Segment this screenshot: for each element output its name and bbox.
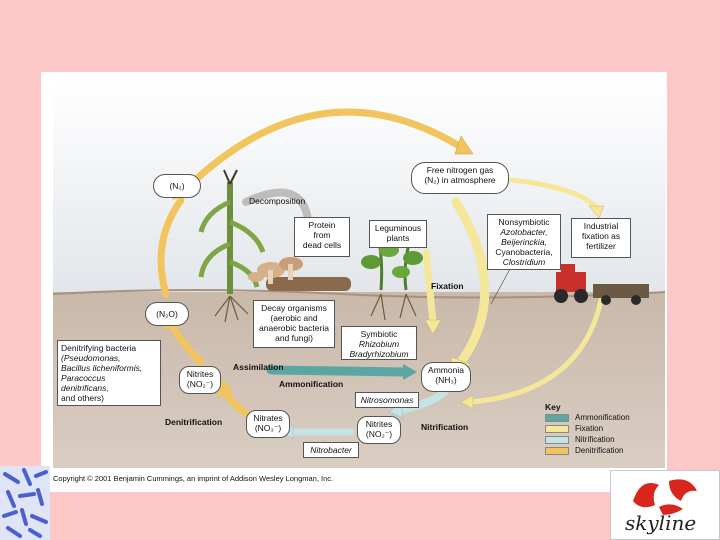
legend-swatch: [545, 435, 569, 444]
node-nitrites-left: Nitrites (NO₂⁻): [179, 366, 221, 394]
arrow-n2-to-atmosphere: [187, 108, 465, 188]
legend-item-denitrification: Denitrification: [545, 445, 665, 456]
node-leguminous-plants: Leguminous plants: [369, 220, 427, 248]
skyline-logo-mark: [633, 479, 697, 515]
node-nonsymbiotic: Nonsymbiotic Azotobacter, Beijerinckia, …: [487, 214, 561, 270]
label-nitrification: Nitrification: [421, 422, 469, 432]
node-symbiotic: Symbiotic Rhizobium Bradyrhizobium: [341, 326, 417, 360]
label-nitrosomonas: Nitrosomonas: [355, 392, 419, 408]
legend-title: Key: [545, 402, 561, 412]
node-free-nitrogen: Free nitrogen gas (N₂) in atmosphere: [411, 162, 509, 194]
legend-swatch: [545, 413, 569, 422]
tractor-with-fertilizer: [554, 264, 649, 305]
label-nitrobacter: Nitrobacter: [303, 442, 359, 458]
node-n2o: (N₂O): [145, 302, 189, 326]
copyright-text: Copyright © 2001 Benjamin Cummings, an i…: [53, 474, 334, 483]
legend-swatch: [545, 446, 569, 455]
arrowhead-ammonia-3: [460, 394, 474, 410]
logo-wordmark: skyline: [625, 511, 697, 535]
node-protein: Protein from dead cells: [294, 217, 350, 257]
label-ammonification: Ammonification: [279, 379, 344, 389]
node-decay-organisms: Decay organisms (aerobic and anaerobic b…: [253, 300, 335, 348]
arrow-ammonification: [266, 365, 408, 377]
arrowhead-ammonification: [403, 364, 417, 380]
node-industrial-fixation: Industrial fixation as fertilizer: [571, 218, 631, 258]
arrowhead-atmosphere: [454, 135, 474, 155]
pointer-nonsymbiotic: [490, 266, 512, 305]
legend-item-ammonification: Ammonification: [545, 412, 665, 423]
nitrogen-cycle-figure: (N₂) Free nitrogen gas (N₂) in atmospher…: [41, 72, 667, 492]
corn-plant: [198, 169, 266, 323]
label-denitrification: Denitrification: [165, 417, 223, 427]
node-denitrifying-bacteria: Denitrifying bacteria (Pseudomonas, Baci…: [57, 340, 161, 406]
skyline-logo: skyline: [610, 470, 720, 540]
arrow-atmosphere-to-ammonia: [451, 197, 490, 367]
legend-item-fixation: Fixation: [545, 423, 665, 434]
node-n2-left: (N₂): [153, 174, 201, 198]
legend-item-nitrification: Nitrification: [545, 434, 665, 445]
arrow-atmosphere-to-industrial: [508, 177, 599, 210]
label-assimilation: Assimilation: [233, 362, 284, 372]
arrow-nitrites-to-n2o: [169, 323, 205, 366]
legend-swatch: [545, 424, 569, 433]
node-ammonia: Ammonia (NH₃): [421, 362, 471, 392]
legend: Key Ammonification Fixation Nitrificatio…: [545, 402, 665, 456]
bacteria-image: [0, 466, 50, 540]
mushrooms-and-log: [248, 257, 351, 291]
arrowhead-nitrites-left: [217, 379, 233, 398]
label-fixation: Fixation: [431, 281, 464, 291]
label-decomposition: Decomposition: [249, 196, 306, 206]
arrow-fertilizer-to-ammonia: [468, 297, 604, 405]
arrowhead-industrial: [588, 205, 605, 219]
arrowhead-ammonia-2: [424, 319, 442, 335]
arrow-legume-to-ammonia: [422, 248, 437, 326]
node-nitrates: Nitrates (NO₃⁻): [246, 410, 290, 438]
node-nitrites-right: Nitrites (NO₂⁻): [357, 416, 401, 444]
arrow-n2o-to-n2: [157, 196, 185, 298]
